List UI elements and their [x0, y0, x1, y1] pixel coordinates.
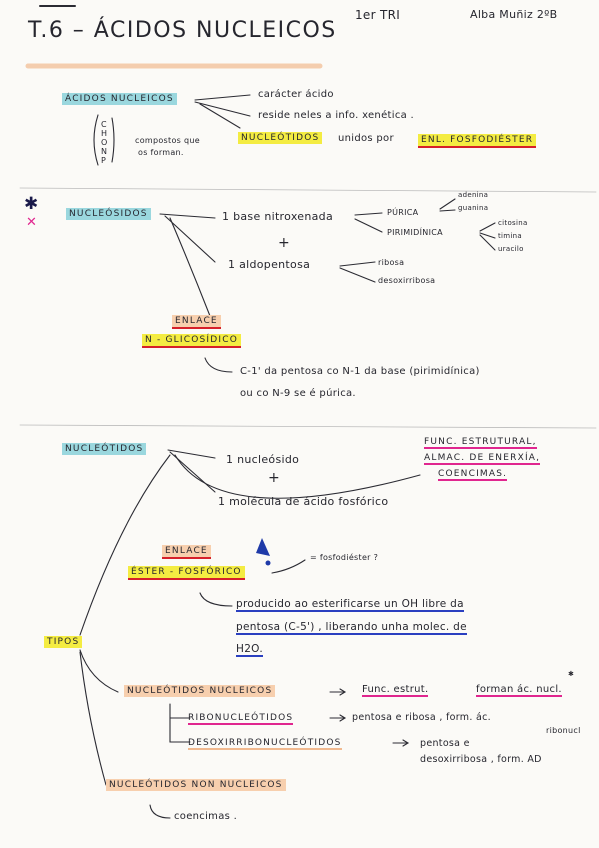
term-label: 1er TRI: [355, 8, 401, 22]
exclamation-mark-icon: [256, 538, 270, 556]
glicosidico-desc-2: ou co N-9 se é púrica.: [240, 388, 356, 399]
guanina-label: guanina: [458, 204, 489, 212]
plus-sign-2: +: [268, 470, 281, 486]
ribosa-label: ribosa: [378, 258, 405, 267]
coencimas-label: coencimas .: [174, 811, 238, 822]
branch-reside-info: reside neles a info. xenética .: [258, 110, 414, 121]
nucleotidos-non-nucleicos: NUCLEÓTIDOS NON NUCLEICOS: [106, 779, 286, 791]
element-c: C: [101, 120, 107, 129]
nucleotidos-label: NUCLEÓTIDOS: [238, 132, 323, 144]
os-forman-text: os forman.: [138, 148, 184, 157]
pirimidinica-label: PIRIMIDÍNICA: [387, 228, 443, 237]
asterisk-marker-icon: ✱: [568, 670, 575, 678]
star-marker-icon: ✱: [24, 194, 39, 214]
func-estrut-short: Func. estrut.: [362, 684, 429, 697]
acido-fosforico-label: 1 molécula de ácido fosfórico: [218, 495, 389, 508]
heading-acidos-nucleicos: ÁCIDOS NUCLEICOS: [62, 93, 177, 105]
unidos-por-label: unidos por: [338, 133, 394, 144]
page-title: T.6 – ÁCIDOS NUCLEICOS: [28, 18, 337, 43]
element-list: C H O N P: [101, 120, 108, 165]
enlace-fosfodiester: ENL. FOSFODIÉSTER: [418, 134, 537, 148]
timina-label: timina: [498, 232, 522, 240]
enlace-label-1: ENLACE: [172, 315, 221, 329]
element-n: N: [101, 147, 108, 156]
aldopentosa: 1 aldopentosa: [228, 258, 311, 271]
desoxirribonucleotidos: DESOXIRRIBONUCLEÓTIDOS: [188, 738, 342, 750]
nucleosido-label: 1 nucleósido: [226, 453, 300, 466]
element-h: H: [101, 129, 108, 138]
adenina-label: adenina: [458, 191, 489, 199]
func-coencimas: COENCIMAS.: [438, 469, 508, 481]
author-label: Alba Muñiz 2ºB: [470, 8, 558, 21]
ester-desc-1: producido ao esterificarse un OH libre d…: [236, 598, 464, 612]
plus-sign: +: [278, 235, 291, 251]
ribonucleotidos: RIBONUCLEÓTIDOS: [188, 713, 294, 725]
desoxi-desc-2: desoxirribosa , form. AD: [420, 754, 542, 765]
purica-label: PÚRICA: [387, 208, 419, 217]
nucleotidos-nucleicos: NUCLEÓTIDOS NUCLEICOS: [124, 685, 276, 697]
ester-desc-3: H2O.: [236, 643, 263, 657]
element-p: P: [101, 156, 107, 165]
glicosidico-desc-1: C-1' da pentosa co N-1 da base (pirimidí…: [240, 366, 480, 377]
ribo-desc: pentosa e ribosa , form. ác.: [352, 712, 491, 723]
enlace-label-2: ENLACE: [162, 545, 211, 559]
func-almac-enerxia: ALMAC. DE ENERXÍA,: [424, 453, 541, 465]
n-glicosidico-label: N - GLICOSÍDICO: [142, 334, 242, 348]
func-estrutural: FUNC. ESTRUTURAL,: [424, 437, 537, 449]
tipos-label: TIPOS: [44, 636, 83, 648]
fosfodiester-question: = fosfodiéster ?: [310, 553, 379, 562]
ester-fosforico-label: ÉSTER - FOSFÓRICO: [128, 566, 245, 580]
branch-caracter-acido: carácter ácido: [258, 89, 334, 100]
desoxi-desc: pentosa e: [420, 738, 470, 749]
heading-nucleotidos: NUCLEÓTIDOS: [62, 443, 147, 455]
forman-ac-nucl: forman ác. nucl.: [476, 684, 562, 697]
ester-desc-2: pentosa (C-5') , liberando unha molec. d…: [236, 621, 467, 635]
heading-nucleosidos: NUCLEÓSIDOS: [66, 208, 151, 220]
compuestos-text: compostos que: [135, 136, 200, 145]
uracilo-label: uracilo: [498, 245, 524, 253]
desoxirribosa-label: desoxirribosa: [378, 276, 436, 285]
element-o: O: [101, 138, 108, 147]
ribo-desc-2: ribonucl: [546, 726, 581, 735]
citosina-label: citosina: [498, 219, 528, 227]
cross-marker-icon: ✕: [26, 215, 38, 230]
base-nitroxenada: 1 base nitroxenada: [222, 210, 334, 223]
